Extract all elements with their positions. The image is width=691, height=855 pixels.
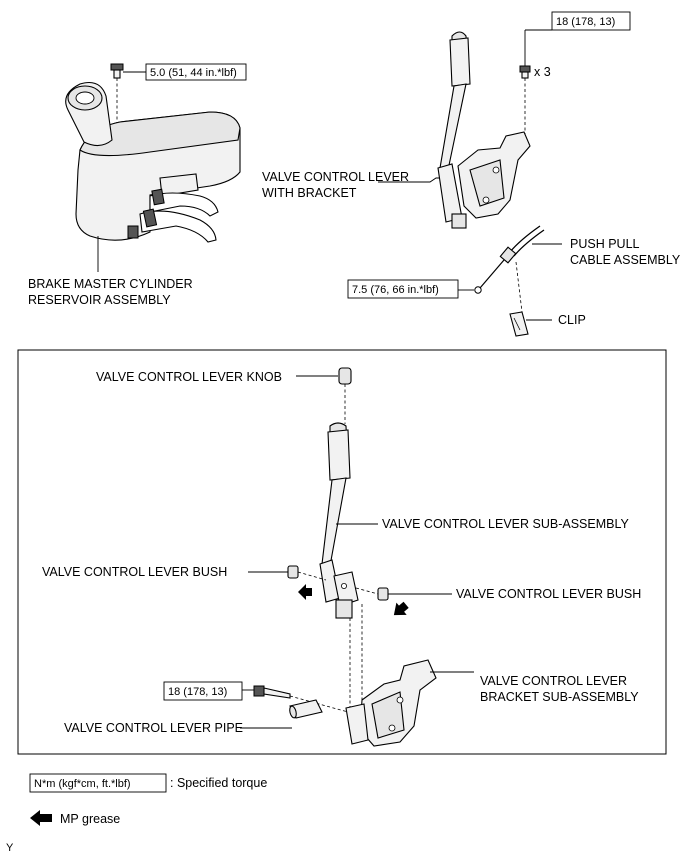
pipe-bolt-torque-box: 18 (178, 13) [163, 681, 254, 701]
lever-pipe [240, 699, 323, 729]
reservoir-torque-box: 5.0 (51, 44 in.*lbf) [123, 63, 247, 81]
grease-arrow-left [298, 584, 312, 600]
pipe-label: VALVE CONTROL LEVER PIPE [64, 721, 243, 735]
lever-sub-label: VALVE CONTROL LEVER SUB-ASSEMBLY [382, 517, 629, 531]
right-bush [355, 587, 452, 616]
lever-bracket-label-line2: WITH BRACKET [262, 186, 357, 200]
legend: N*m (kgf*cm, ft.*lbf) : Specified torque… [29, 773, 267, 826]
left-bush [248, 565, 327, 600]
reservoir-torque-text: 5.0 (51, 44 in.*lbf) [150, 67, 237, 79]
legend-torque-box [29, 773, 167, 793]
bracket-sub-assembly [345, 659, 474, 747]
legend-torque-box-text: N*m (kgf*cm, ft.*lbf) [34, 778, 131, 790]
lever-sub-assembly [319, 422, 378, 619]
valve-control-lever-with-bracket [378, 31, 531, 229]
reservoir-label-line2: RESERVOIR ASSEMBLY [28, 293, 171, 307]
legend-grease-desc: MP grease [60, 812, 120, 826]
grease-arrow-right [393, 601, 409, 616]
corner-mark: Y [6, 842, 14, 854]
reservoir-bolt [110, 63, 124, 79]
bracket-sub-label-line1: VALVE CONTROL LEVER [480, 674, 627, 688]
bracket-torque-box: 18 (178, 13) [524, 11, 631, 66]
cable-label-line2: CABLE ASSEMBLY [570, 253, 681, 267]
knob-label: VALVE CONTROL LEVER KNOB [96, 370, 282, 384]
bracket-sub-label-line2: BRACKET SUB-ASSEMBLY [480, 690, 639, 704]
cable-torque-box: 7.5 (76, 66 in.*lbf) [347, 279, 474, 299]
reservoir-assembly [65, 63, 241, 272]
detail-frame [17, 349, 667, 755]
lever-knob [296, 367, 352, 424]
legend-grease-arrow-icon [30, 810, 52, 826]
bracket-bolt-quantity: x 3 [534, 65, 551, 79]
bracket-bolt [519, 65, 531, 73]
cable-label-line1: PUSH PULL [570, 237, 640, 251]
bush-left-label: VALVE CONTROL LEVER BUSH [42, 565, 227, 579]
cable-torque-text: 7.5 (76, 66 in.*lbf) [352, 284, 439, 296]
lever-bracket-label-line1: VALVE CONTROL LEVER [262, 170, 409, 184]
pipe-torque-text: 18 (178, 13) [168, 686, 227, 698]
clip-label: CLIP [558, 313, 586, 327]
clip [509, 311, 552, 337]
reservoir-label-line1: BRAKE MASTER CYLINDER [28, 277, 193, 291]
pipe-bolt [253, 685, 349, 713]
push-pull-cable-assembly [474, 225, 562, 313]
bracket-torque-text: 18 (178, 13) [556, 16, 615, 28]
legend-torque-desc: : Specified torque [170, 776, 267, 790]
bush-right-label: VALVE CONTROL LEVER BUSH [456, 587, 641, 601]
